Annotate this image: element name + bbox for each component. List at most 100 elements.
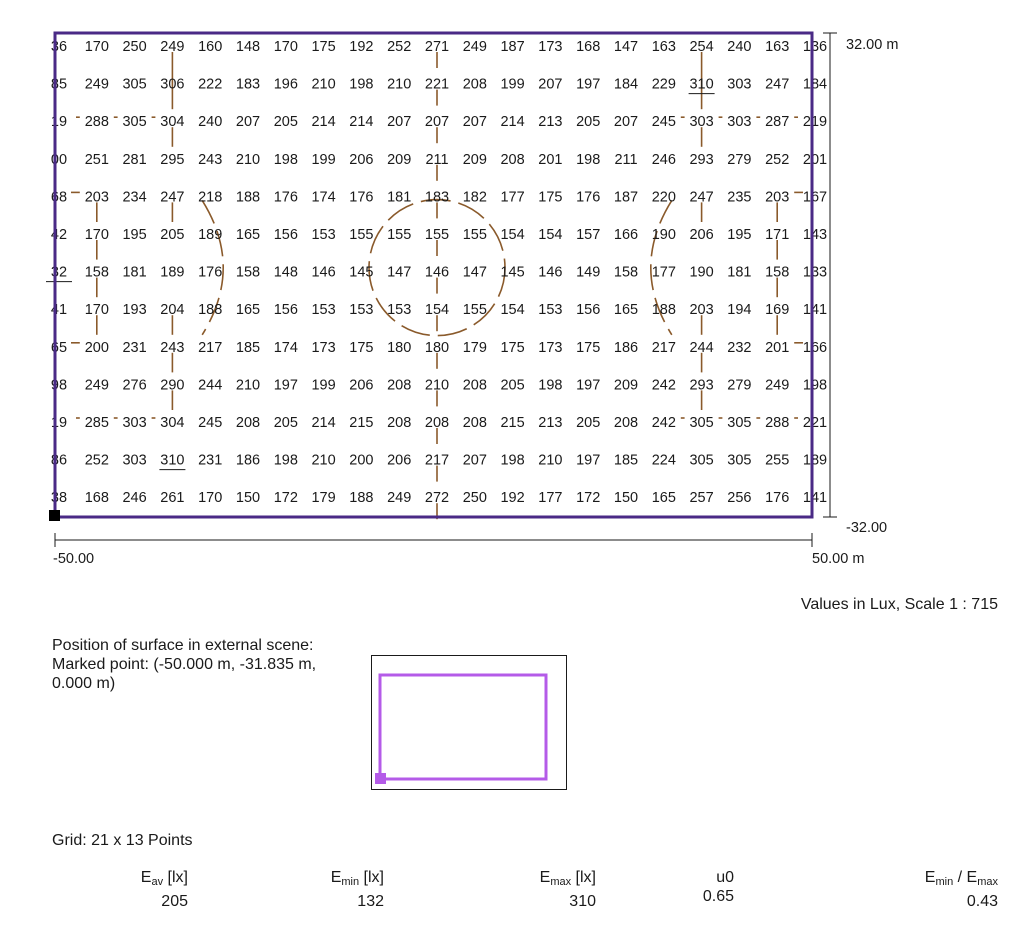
grid-value: 199	[311, 377, 335, 393]
grid-value: 179	[311, 490, 335, 506]
grid-value: 214	[311, 415, 335, 431]
grid-value: 146	[311, 265, 335, 281]
grid-value: 247	[160, 189, 184, 205]
grid-value: 147	[463, 265, 487, 281]
grid-value: 215	[349, 415, 373, 431]
grid-value: 304	[160, 114, 184, 130]
grid-value: 192	[349, 39, 373, 55]
grid-value: 211	[425, 152, 448, 168]
grid-value: 232	[727, 340, 751, 356]
grid-value: 215	[500, 415, 524, 431]
isoline-layer	[71, 52, 803, 520]
statistics-table: Eav [lx] 205 Emin [lx] 132 Emax [lx] 310…	[0, 868, 1024, 928]
grid-value: 210	[538, 453, 562, 469]
grid-value: 279	[727, 377, 751, 393]
grid-value: 249	[463, 39, 487, 55]
grid-value: 154	[425, 302, 449, 318]
grid-value: 188	[236, 189, 260, 205]
grid-value: 272	[425, 490, 449, 506]
grid-value: 211	[614, 152, 637, 168]
grid-value: 146	[425, 265, 449, 281]
grid-value: 170	[85, 39, 109, 55]
grid-value: 173	[538, 340, 562, 356]
grid-value: 217	[198, 340, 222, 356]
grid-value: 180	[425, 340, 449, 356]
grid-value: 231	[198, 453, 222, 469]
grid-value: 154	[500, 227, 524, 243]
grid-value: 181	[727, 265, 751, 281]
external-scene-thumbnail	[371, 655, 567, 790]
grid-value: 153	[311, 227, 335, 243]
grid-value: 68	[51, 189, 67, 205]
grid-value: 207	[463, 453, 487, 469]
grid-value: 249	[160, 39, 184, 55]
grid-value: 177	[500, 189, 524, 205]
grid-value: 189	[803, 453, 827, 469]
grid-value: 36	[51, 39, 67, 55]
grid-value: 208	[463, 415, 487, 431]
scene-frame	[371, 655, 567, 790]
grid-value: 32	[51, 265, 67, 281]
position-line-2: Marked point: (-50.000 m, -31.835 m,	[52, 656, 317, 673]
grid-value: 175	[349, 340, 373, 356]
grid-value: 153	[538, 302, 562, 318]
grid-value: 210	[425, 377, 449, 393]
grid-value: 303	[122, 415, 146, 431]
grid-value: 249	[85, 377, 109, 393]
grid-value: 288	[85, 114, 109, 130]
grid-value: 187	[500, 39, 524, 55]
grid-value: 285	[85, 415, 109, 431]
grid-value: 188	[652, 302, 676, 318]
grid-value: 221	[803, 415, 827, 431]
grid-value: 303	[727, 114, 751, 130]
grid-value: 165	[614, 302, 638, 318]
grid-value: 156	[576, 302, 600, 318]
grid-value: 303	[727, 77, 751, 93]
grid-value: 247	[765, 77, 789, 93]
dimension-lines	[54, 32, 837, 547]
grid-value: 204	[160, 302, 184, 318]
grid-value: 252	[387, 39, 411, 55]
grid-value: 185	[236, 340, 260, 356]
grid-value: 220	[652, 189, 676, 205]
grid-value: 170	[274, 39, 298, 55]
grid-value: 185	[614, 453, 638, 469]
stat-e-minimum: Emin [lx] 132	[310, 868, 384, 911]
grid-value: 295	[160, 152, 184, 168]
grid-value: 174	[311, 189, 335, 205]
grid-value: 207	[538, 77, 562, 93]
grid-value: 183	[236, 77, 260, 93]
grid-value: 206	[689, 227, 713, 243]
grid-value: 276	[122, 377, 146, 393]
grid-value: 210	[236, 152, 260, 168]
grid-value: 181	[387, 189, 411, 205]
position-line-3: 0.000 m)	[52, 675, 116, 692]
y-max-label: 32.00 m	[846, 37, 898, 53]
grid-value: 198	[538, 377, 562, 393]
grid-value: 210	[311, 77, 335, 93]
grid-value: 203	[765, 189, 789, 205]
grid-value: 183	[425, 189, 449, 205]
grid-value: 177	[538, 490, 562, 506]
grid-value: 244	[689, 340, 713, 356]
grid-value: 243	[198, 152, 222, 168]
grid-value: 209	[387, 152, 411, 168]
grid-value: 143	[803, 227, 827, 243]
grid-value: 163	[765, 39, 789, 55]
grid-value: 207	[614, 114, 638, 130]
grid-value: 207	[425, 114, 449, 130]
grid-value: 196	[274, 77, 298, 93]
scale-note: Values in Lux, Scale 1 : 715	[800, 596, 998, 613]
grid-value: 246	[122, 490, 146, 506]
grid-value: 38	[51, 490, 67, 506]
grid-value: 310	[689, 77, 713, 93]
grid-value: 245	[652, 114, 676, 130]
grid-value: 192	[500, 490, 524, 506]
isoline-arc-right	[650, 199, 673, 336]
grid-value: 201	[803, 152, 827, 168]
grid-value: 198	[274, 152, 298, 168]
grid-value: 208	[500, 152, 524, 168]
grid-value: 249	[85, 77, 109, 93]
grid-value: 155	[387, 227, 411, 243]
